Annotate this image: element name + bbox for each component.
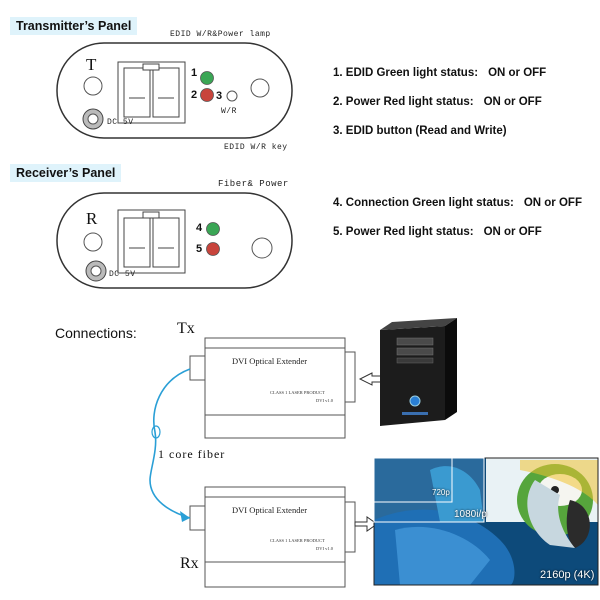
receiver-fiber-port [117, 209, 186, 274]
status-4-label: 4. Connection Green light status: [333, 197, 514, 209]
tx-device-version: DVI v1.0 [316, 398, 333, 403]
status-5-value: ON or OFF [483, 226, 542, 238]
status-2-value: ON or OFF [483, 96, 542, 108]
status-1-value: ON or OFF [488, 67, 547, 79]
resolution-720: 720p [432, 488, 450, 497]
rx-label: Rx [180, 555, 199, 572]
led-number-3: 3 [216, 90, 223, 102]
status-1: 1. EDID Green light status: ON or OFF [333, 67, 546, 79]
transmitter-panel-title: Transmitter’s Panel [10, 17, 138, 35]
display-image [373, 457, 599, 586]
rx-extender-box [189, 486, 356, 588]
connection-green-led [206, 222, 220, 236]
receiver-hole-right [251, 237, 273, 259]
transmitter-dc-label: DC 5V [107, 118, 134, 127]
status-2-label: 2. Power Red light status: [333, 96, 474, 108]
transmitter-hole-right [250, 78, 270, 98]
resolution-4k: 2160p (4K) [540, 569, 595, 581]
rx-to-display-arrow [354, 516, 378, 532]
power-red-led [200, 88, 214, 102]
transmitter-hole-left [83, 76, 103, 96]
receiver-panel-outline [56, 192, 293, 289]
connections-label: Connections: [55, 325, 137, 341]
rx-device-class: CLASS 1 LASER PRODUCT [270, 538, 325, 543]
led-number-5: 5 [196, 243, 203, 255]
tx-label: Tx [177, 320, 195, 337]
status-2: 2. Power Red light status: ON or OFF [333, 96, 542, 108]
transmitter-panel-outline [56, 42, 293, 139]
receiver-letter: R [86, 209, 98, 228]
status-1-label: 1. EDID Green light status: [333, 67, 479, 79]
rx-device-title: DVI Optical Extender [232, 505, 308, 515]
status-3-label: 3. EDID button (Read and Write) [333, 125, 507, 137]
status-5: 5. Power Red light status: ON or OFF [333, 226, 542, 238]
led-number-4: 4 [196, 222, 203, 234]
receiver-hole-left [83, 232, 103, 252]
transmitter-fiber-port [117, 61, 186, 124]
tx-extender-box [189, 337, 356, 439]
status-4: 4. Connection Green light status: ON or O… [333, 197, 582, 209]
transmitter-letter: T [86, 55, 97, 74]
status-3: 3. EDID button (Read and Write) [333, 125, 507, 137]
pc-tower-icon [380, 318, 457, 426]
edid-green-led [200, 71, 214, 85]
receiver-dc-label: DC 5V [109, 270, 136, 279]
receiver-panel [56, 192, 293, 289]
fiber-arrow-head [180, 511, 190, 522]
fiber-line [149, 368, 191, 519]
tx-device-class: CLASS 1 LASER PRODUCT [270, 390, 325, 395]
pc-to-tx-arrow [358, 372, 385, 386]
rx-device-version: DVI v1.0 [316, 546, 333, 551]
receiver-power-red-led [206, 242, 220, 256]
edid-wr-key [226, 90, 238, 102]
receiver-top-label: Fiber& Power [218, 179, 289, 189]
transmitter-bottom-label: EDID W/R key [224, 143, 288, 152]
status-4-value: ON or OFF [523, 197, 582, 209]
transmitter-panel [56, 42, 293, 139]
fiber-coil [151, 425, 161, 439]
led-number-1: 1 [191, 67, 198, 79]
receiver-panel-title: Receiver’s Panel [10, 164, 122, 182]
wr-label: W/R [221, 107, 237, 116]
resolution-1080: 1080i/p [454, 509, 487, 520]
fiber-label: 1 core fiber [158, 447, 226, 461]
status-5-label: 5. Power Red light status: [333, 226, 474, 238]
transmitter-top-label: EDID W/R&Power lamp [170, 30, 271, 39]
led-number-2: 2 [191, 89, 198, 101]
tx-device-title: DVI Optical Extender [232, 356, 308, 366]
